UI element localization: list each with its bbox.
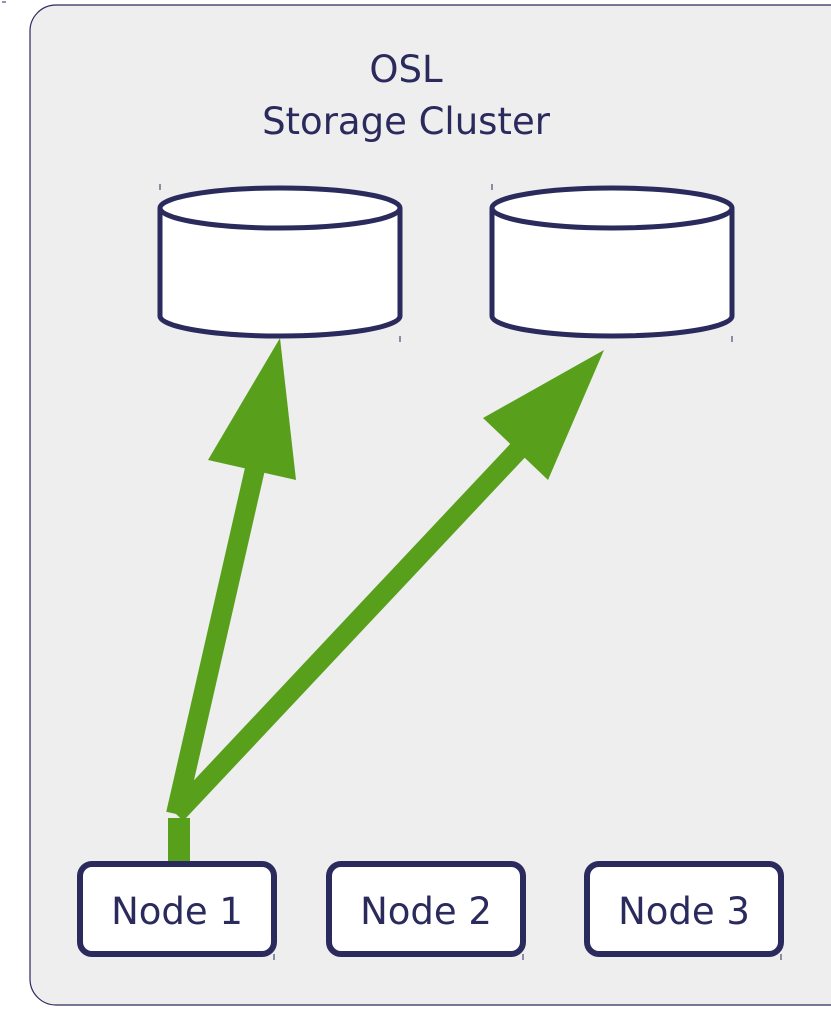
arrow-to-disk-1-head-icon bbox=[208, 338, 296, 480]
arrow-to-disk-2-shaft bbox=[168, 439, 530, 821]
node-2-label: Node 2 bbox=[360, 890, 492, 933]
arrow-to-disk-1-shaft bbox=[166, 457, 267, 817]
node-2-box: Node 2 bbox=[326, 861, 526, 960]
write-arrows bbox=[166, 338, 604, 864]
arrow-to-disk-2-head-icon bbox=[483, 350, 604, 480]
node-3-label: Node 3 bbox=[618, 890, 750, 933]
cluster-container bbox=[29, 4, 831, 1006]
node-3-box: Node 3 bbox=[584, 861, 784, 960]
cluster-title-line2: Storage Cluster bbox=[262, 100, 551, 143]
cluster-title-line1: OSL bbox=[369, 48, 443, 91]
storage-disk-1-icon bbox=[157, 184, 403, 342]
node-1-box: Node 1 bbox=[77, 861, 277, 960]
storage-disk-2-icon bbox=[489, 184, 735, 342]
node-1-label: Node 1 bbox=[111, 890, 243, 933]
